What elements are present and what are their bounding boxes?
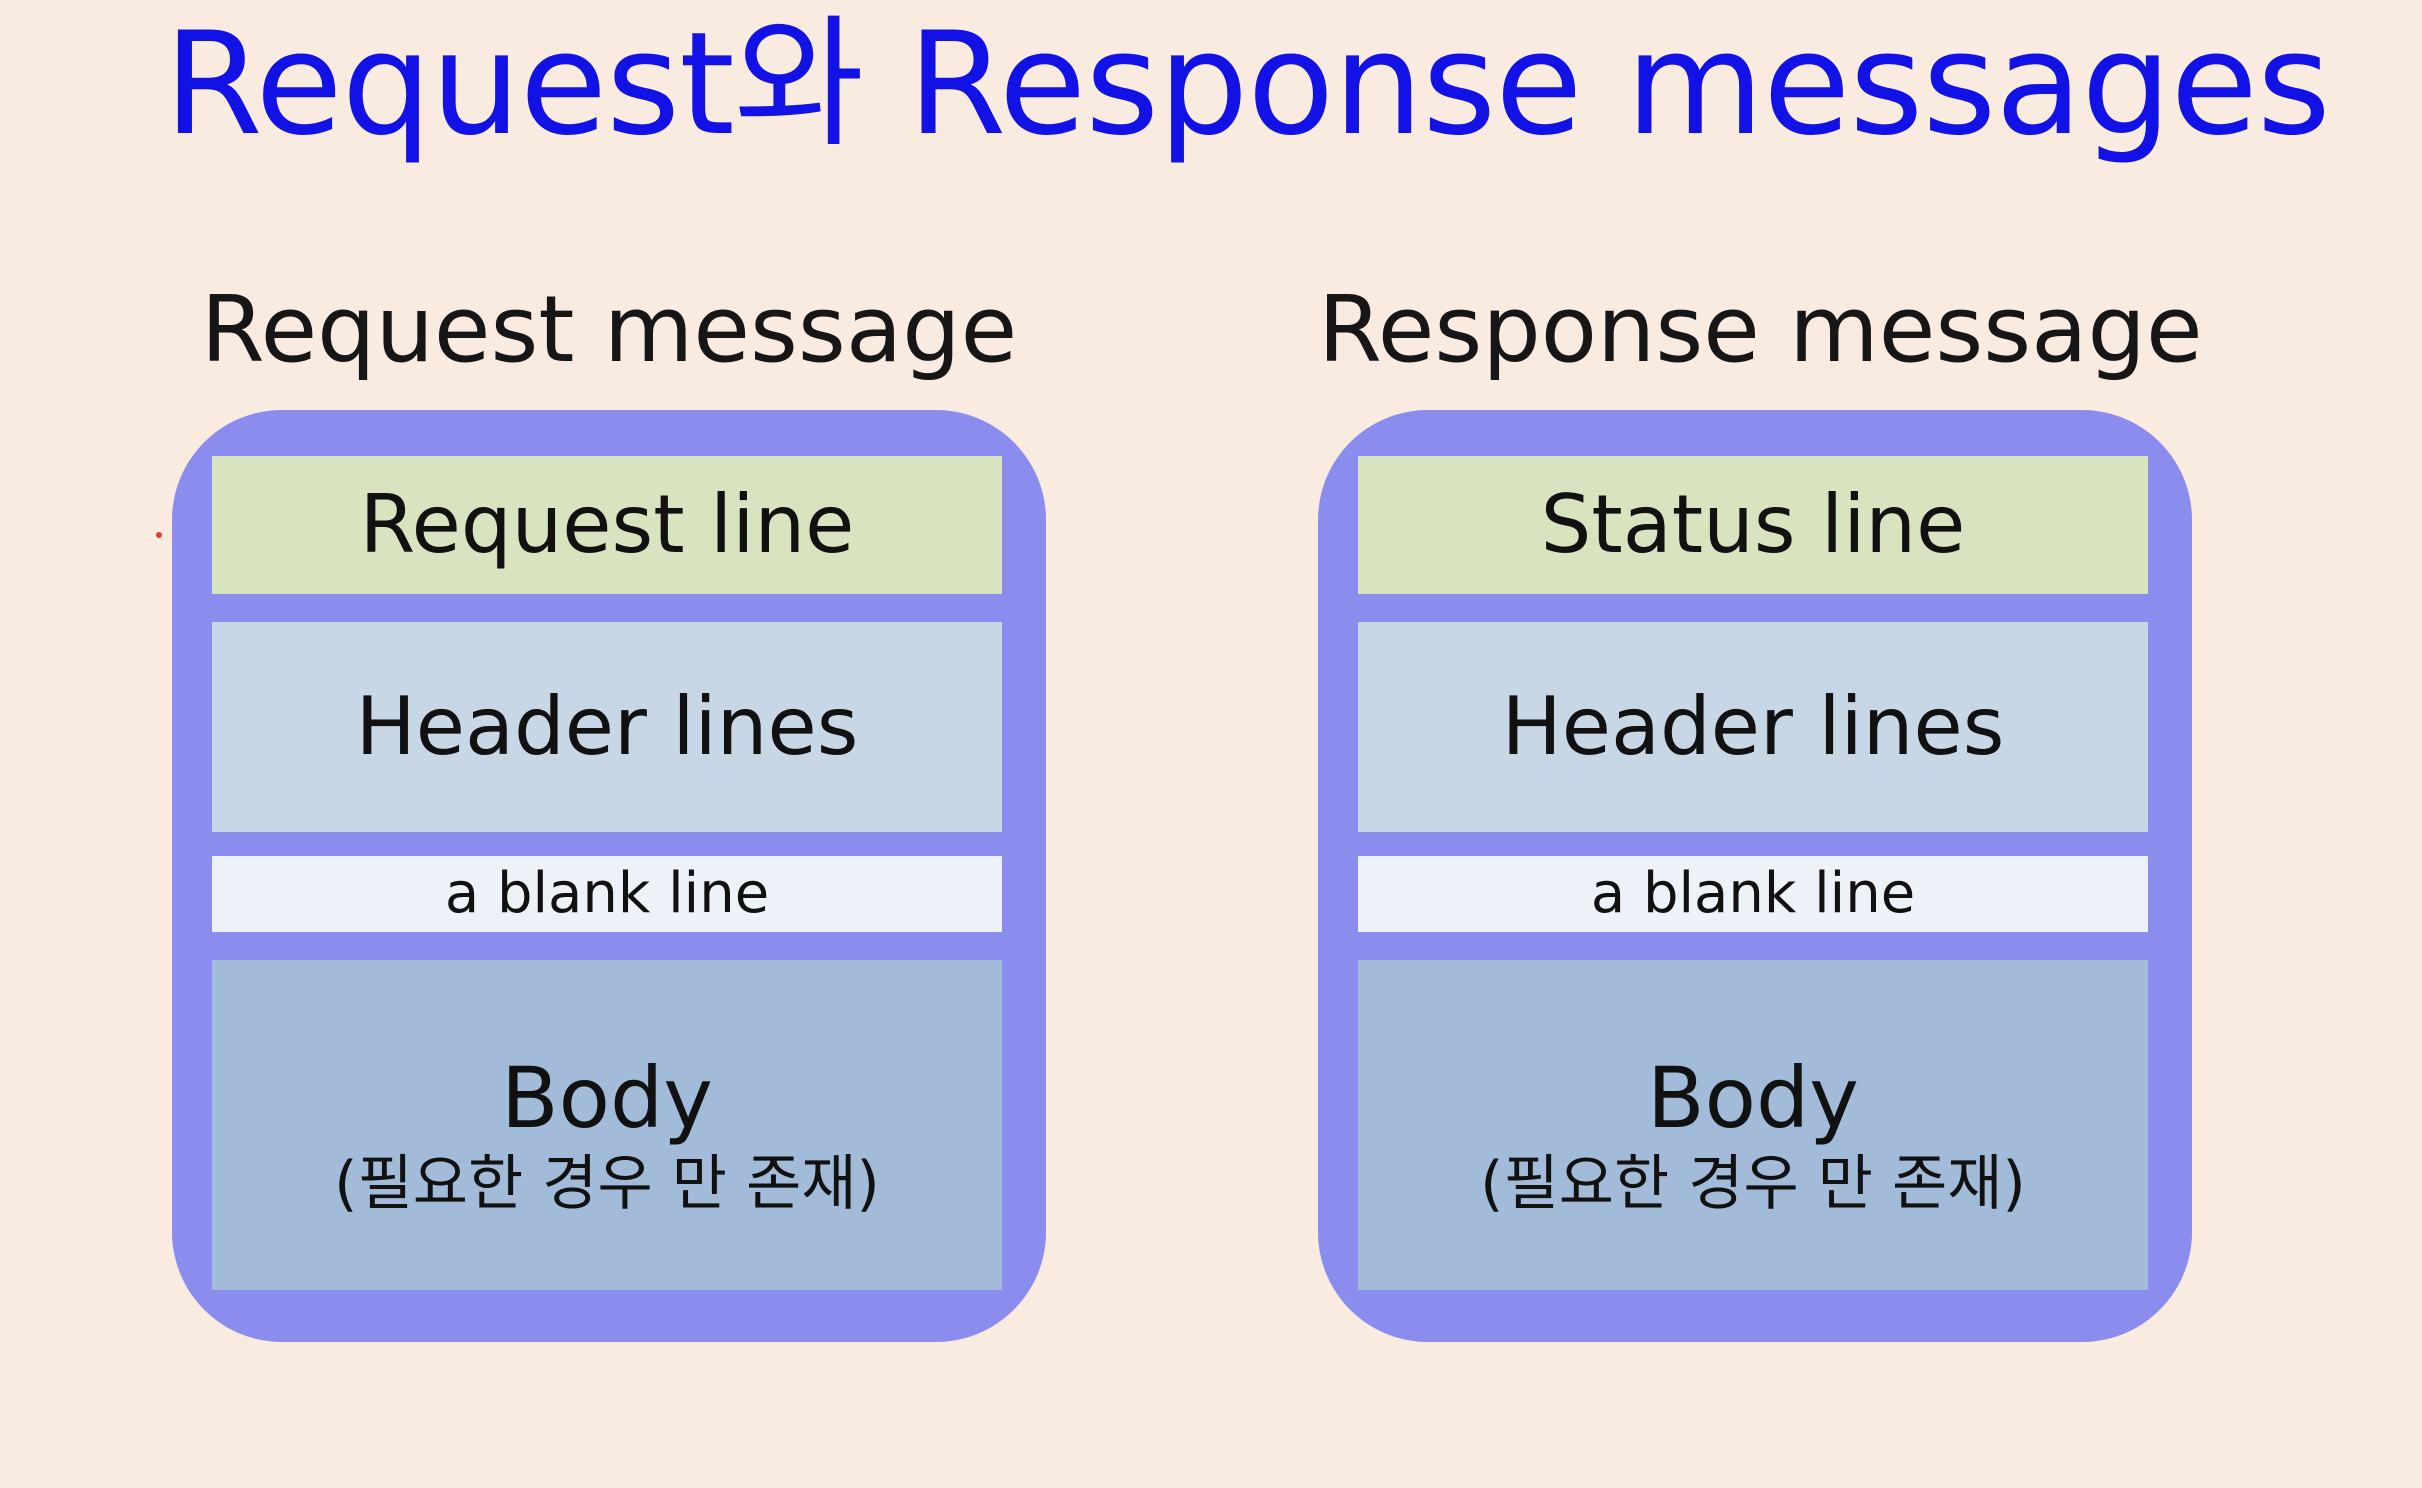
request-header-lines-section: Header lines xyxy=(212,622,1002,832)
response-header-lines-label: Header lines xyxy=(1501,680,2005,773)
request-line-section: Request line xyxy=(212,456,1002,594)
response-body-note: (필요한 경우 만 존재) xyxy=(1480,1149,2026,1220)
slide-title: Request와 Response messages xyxy=(164,2,2331,167)
response-header-lines-section: Header lines xyxy=(1358,622,2148,832)
request-body-section: Body (필요한 경우 만 존재) xyxy=(212,960,1002,1290)
response-message-heading: Response message xyxy=(1318,276,2203,383)
request-header-lines-label: Header lines xyxy=(355,680,859,773)
request-body-label: Body xyxy=(500,1048,714,1147)
request-blank-line-label: a blank line xyxy=(444,861,770,927)
response-blank-line-section: a blank line xyxy=(1358,856,2148,932)
response-body-label: Body xyxy=(1646,1048,1860,1147)
status-line-label: Status line xyxy=(1540,478,1966,571)
response-blank-line-label: a blank line xyxy=(1590,861,1916,927)
request-message-heading: Request message xyxy=(200,276,1018,383)
request-message-frame: Request line Header lines a blank line B… xyxy=(172,410,1046,1342)
request-body-note: (필요한 경우 만 존재) xyxy=(334,1149,880,1220)
response-message-frame: Status line Header lines a blank line Bo… xyxy=(1318,410,2192,1342)
request-line-label: Request line xyxy=(359,478,855,571)
response-body-section: Body (필요한 경우 만 존재) xyxy=(1358,960,2148,1290)
laser-pointer-dot xyxy=(156,532,162,538)
status-line-section: Status line xyxy=(1358,456,2148,594)
request-blank-line-section: a blank line xyxy=(212,856,1002,932)
